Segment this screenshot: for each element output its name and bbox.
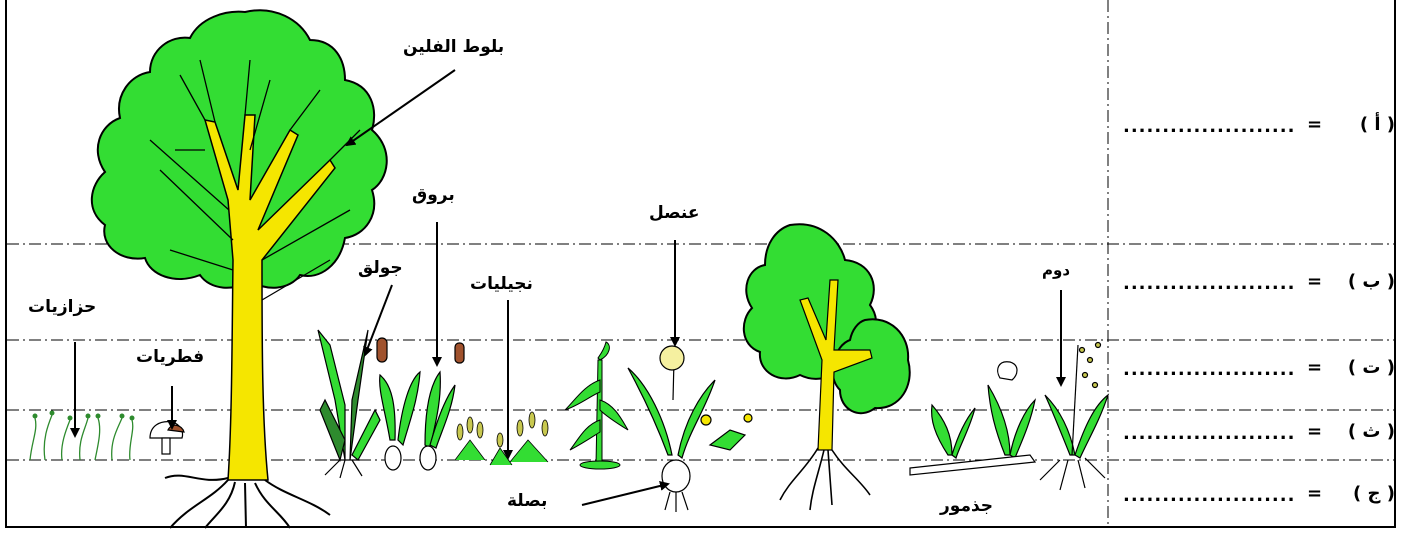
label-palm: دوم (1042, 261, 1070, 279)
stratum-letter: ( ب ) (1348, 271, 1395, 292)
rhizome-plants (910, 362, 1035, 475)
cattail-plant (318, 330, 387, 478)
label-urginea: عنصل (649, 203, 699, 223)
equals-sign: = (1307, 483, 1322, 504)
equals-sign: = (1307, 421, 1322, 442)
moss-patch (30, 411, 135, 461)
stratum-row-j: ...................... = ( ج ) (1123, 481, 1395, 511)
stratum-letter: ( ت ) (1348, 357, 1395, 378)
label-grasses: نجيليات (470, 274, 533, 294)
stratum-letter: ( ث ) (1348, 421, 1395, 442)
answer-blank[interactable]: ...................... (1123, 359, 1295, 380)
stratum-row-b: ...................... = ( ب ) (1123, 269, 1395, 299)
dwarf-palm (1040, 343, 1108, 491)
answer-blank[interactable]: ...................... (1123, 423, 1295, 444)
grass-tufts (455, 412, 548, 465)
equals-sign: = (1307, 357, 1322, 378)
label-bulb: بصلة (507, 491, 547, 511)
tall-grass (565, 342, 628, 469)
equals-sign: = (1307, 271, 1322, 292)
stratum-row-th: ...................... = ( ث ) (1123, 419, 1395, 449)
urginea-plant (628, 346, 752, 512)
stratum-row-a: ...................... = ( أ ) (1123, 112, 1395, 142)
stratum-row-t: ...................... = ( ت ) (1123, 355, 1395, 385)
equals-sign: = (1307, 114, 1322, 135)
label-fungi: فطريات (136, 347, 204, 367)
answer-blank[interactable]: ...................... (1123, 116, 1295, 137)
asphodel-plant (380, 343, 464, 470)
label-mosses: حزازيات (28, 297, 96, 317)
shrub-tree (744, 224, 910, 510)
label-asphodel: بروق (412, 185, 455, 205)
label-cattail: جولق (358, 258, 403, 278)
stratum-letter: ( أ ) (1360, 114, 1395, 135)
answer-blank[interactable]: ...................... (1123, 273, 1295, 294)
mushroom (150, 422, 184, 454)
label-rhizome: جذمور (940, 496, 993, 516)
stratum-letter: ( ج ) (1353, 483, 1395, 504)
label-cork-oak: بلوط الفلين (403, 37, 504, 57)
answer-blank[interactable]: ...................... (1123, 485, 1295, 506)
